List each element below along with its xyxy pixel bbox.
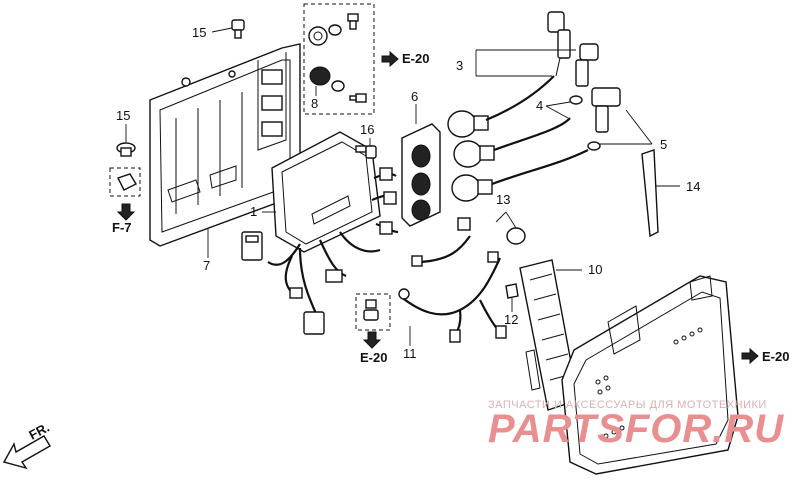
- callout-13: 13: [496, 192, 510, 207]
- ref-e20-top: E-20: [402, 51, 429, 66]
- bolt-part-16: [355, 138, 377, 159]
- sub-harness-part-11: [398, 217, 507, 346]
- cdi-unit-part-1: [262, 131, 381, 253]
- cdi-wire-harness: [241, 167, 399, 335]
- seal-part-4: [545, 95, 583, 119]
- bolt-part-15-left: [116, 124, 136, 157]
- ref-e20-right: E-20: [762, 349, 789, 364]
- callout-14: 14: [686, 179, 700, 194]
- callout-10: 10: [588, 262, 602, 277]
- clip-part-12: [505, 283, 519, 312]
- callout-7: 7: [203, 258, 210, 273]
- callout-15-left: 15: [116, 108, 130, 123]
- callout-11: 11: [403, 346, 417, 361]
- e20-top-arrow: [381, 50, 399, 68]
- e20-right-arrow: [741, 347, 759, 365]
- bolt-part-15-top: [211, 19, 245, 39]
- callout-15-top: 15: [192, 25, 206, 40]
- stay-part-14: [641, 149, 680, 238]
- connector-part-13: [495, 211, 526, 245]
- ignition-coils-part-3: [447, 11, 621, 202]
- cdi-cover: [561, 275, 739, 475]
- callout-4: 4: [536, 98, 543, 113]
- ref-e20-bottom: E-20: [360, 350, 387, 365]
- callout-5: 5: [660, 137, 667, 152]
- watermark-tagline: ЗАПЧАСТИ И АКСЕССУАРЫ ДЛЯ МОТОТЕХНИКИ: [488, 399, 767, 411]
- seal-part-5: [587, 109, 653, 151]
- coil-holder-part-6: [401, 104, 441, 227]
- callout-1: 1: [250, 204, 257, 219]
- bolt-reference-box: [355, 293, 391, 349]
- callout-16: 16: [360, 122, 374, 137]
- front-direction-arrow: [2, 435, 51, 470]
- ref-front: FR.: [26, 420, 52, 443]
- ref-f7: F-7: [112, 220, 132, 235]
- grommet-set-part-8: [303, 3, 375, 115]
- watermark-brand: PARTSFOR.RU: [488, 407, 784, 451]
- callout-12: 12: [504, 312, 518, 327]
- callout-8: 8: [311, 96, 318, 111]
- callout-3: 3: [456, 58, 463, 73]
- callout-6: 6: [411, 89, 418, 104]
- cdi-bracket-part-7: [149, 43, 301, 258]
- clip-reference-box: [109, 167, 141, 221]
